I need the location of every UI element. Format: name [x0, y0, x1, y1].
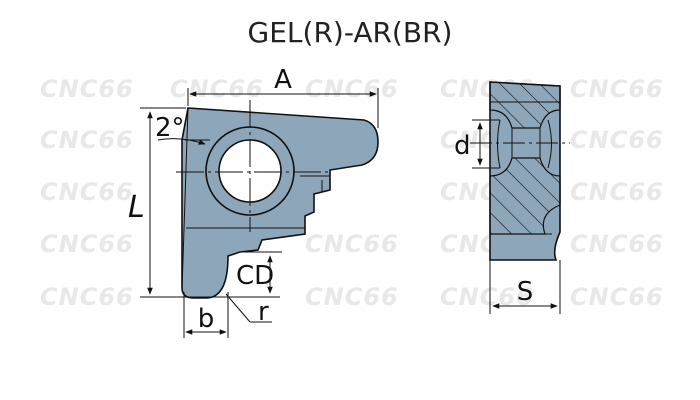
- dimension-CD: CD: [236, 251, 282, 294]
- dimension-label-angle: 2°: [155, 113, 185, 143]
- dimension-label-A: A: [274, 65, 292, 95]
- angle-reference-line: [181, 107, 189, 291]
- dimension-b: b: [183, 292, 229, 338]
- watermark-text: CNC66: [570, 178, 664, 206]
- dimension-S: S: [489, 260, 561, 314]
- leader-line: [225, 293, 251, 323]
- dimension-label-S: S: [517, 277, 534, 307]
- insert-front-view: [176, 100, 379, 299]
- dimension-label-b: b: [198, 304, 215, 334]
- angle-arc: [157, 138, 206, 145]
- insert-side-view: [470, 81, 570, 261]
- dimension-label-r: r: [258, 297, 269, 327]
- watermark-text: CNC66: [570, 75, 664, 103]
- section-hatch-bottom: [489, 157, 561, 235]
- watermark-layer: CNC66 CNC66 CNC66 CNC66 CNC66 CNC66 CNC6…: [40, 75, 664, 311]
- watermark-text: CNC66: [170, 75, 264, 103]
- watermark-text: CNC66: [570, 230, 664, 258]
- dimension-d: d: [454, 119, 500, 169]
- dimension-angle: 2°: [155, 107, 206, 291]
- drawing-title: GEL(R)-AR(BR): [248, 16, 453, 49]
- watermark-text: CNC66: [40, 75, 134, 103]
- dimension-label-CD: CD: [236, 261, 274, 291]
- dimension-r: r: [225, 293, 272, 327]
- watermark-text: CNC66: [570, 126, 664, 154]
- watermark-text: CNC66: [570, 283, 664, 311]
- dimension-label-L: L: [128, 190, 145, 225]
- watermark-text: CNC66: [40, 126, 134, 154]
- watermark-text: CNC66: [40, 178, 134, 206]
- watermark-text: CNC66: [305, 283, 399, 311]
- watermark-text: CNC66: [305, 230, 399, 258]
- watermark-text: CNC66: [305, 75, 399, 103]
- dimension-L: L: [128, 107, 280, 298]
- dimension-label-d: d: [454, 131, 471, 161]
- watermark-text: CNC66: [40, 230, 134, 258]
- watermark-text: CNC66: [40, 283, 134, 311]
- dimension-A: A: [187, 65, 379, 128]
